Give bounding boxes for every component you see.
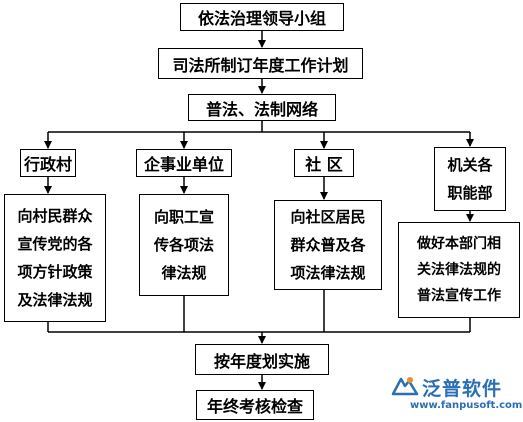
community-task-box: 向社区居民 群众普及各 项法律法规 (274, 200, 382, 290)
agency-task-box: 做好本部门相 关法律法规的 普法宣传工作 (398, 222, 520, 318)
watermark-url: www.fanpusoft.com (410, 400, 523, 411)
legal-network-box: 普法、法制网络 (188, 94, 336, 121)
annual-plan-box: 司法所制订年度工作计划 (158, 48, 363, 79)
fanpusoft-watermark: 泛普软件 www.fanpusoft.com (390, 372, 523, 418)
village-box: 行政村 (20, 149, 76, 177)
leadership-group-box: 依法治理领导小组 (180, 3, 344, 31)
implement-box: 按年度划实施 (195, 344, 329, 375)
community-box: 社 区 (294, 149, 354, 177)
watermark-name: 泛普软件 (422, 378, 503, 400)
enterprise-box: 企事业单位 (136, 149, 232, 177)
annual-review-box: 年终考核检查 (196, 390, 314, 420)
fanpu-logo-icon (391, 377, 419, 396)
agency-box: 机关各 职能部 (434, 147, 506, 211)
enterprise-task-box: 向职工宣 传各项法 律法规 (139, 194, 229, 296)
village-task-box: 向村民群众 宣传党的各 项方针政策 及法律法规 (4, 194, 106, 322)
